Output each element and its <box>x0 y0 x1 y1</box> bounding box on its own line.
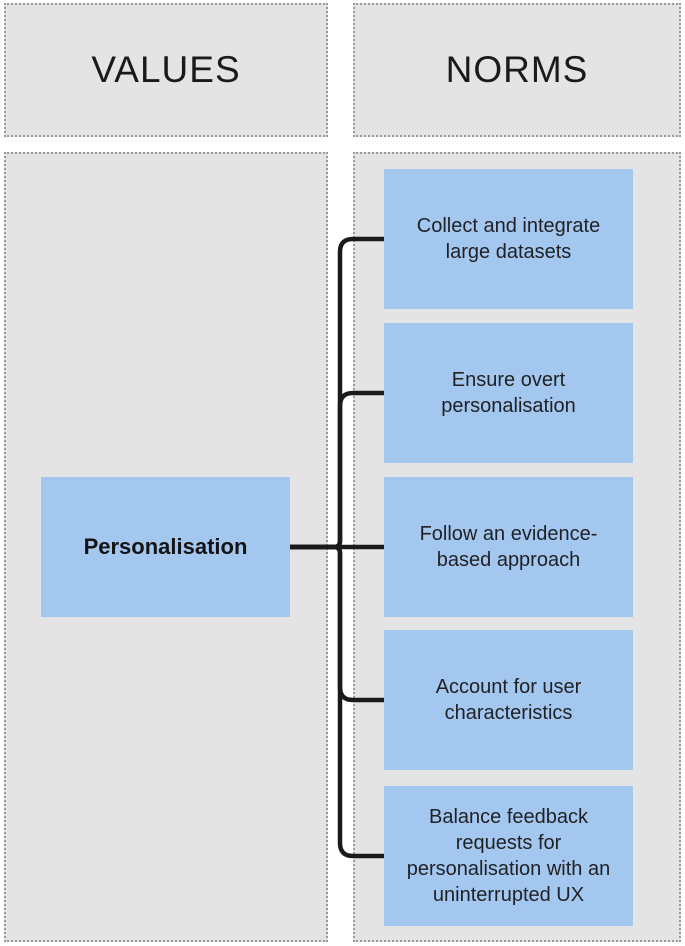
value-box-personalisation: Personalisation <box>41 477 290 617</box>
value-box-label: Personalisation <box>83 534 248 559</box>
norms-header-label: NORMS <box>445 49 589 90</box>
norm-box-evidence-based: Follow an evidence-based approach <box>384 477 633 617</box>
norm-box-label: Account for user characteristics <box>435 676 582 724</box>
norm-box-label: Follow an evidence-based approach <box>419 523 598 571</box>
norm-box-label: Collect and integrate large datasets <box>416 215 601 263</box>
norm-box-balance-feedback: Balance feedback requests for personalis… <box>384 786 633 926</box>
norm-box-label: Balance feedback requests for personalis… <box>406 806 611 906</box>
norm-box-label: Ensure overt personalisation <box>441 369 576 417</box>
norms-header-panel: NORMS <box>353 3 681 137</box>
values-header-label: VALUES <box>91 49 241 90</box>
values-header-panel: VALUES <box>4 3 328 137</box>
norm-box-user-characteristics: Account for user characteristics <box>384 630 633 770</box>
norm-box-overt-personalisation: Ensure overt personalisation <box>384 323 633 463</box>
norm-box-collect-datasets: Collect and integrate large datasets <box>384 169 633 309</box>
